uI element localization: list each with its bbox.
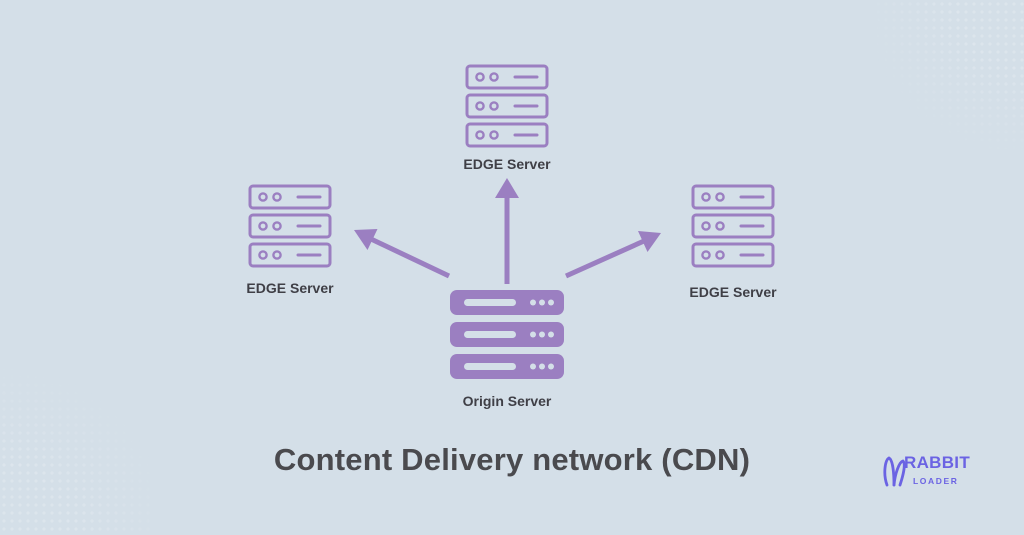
- arrow-origin-to-top: [495, 178, 519, 284]
- origin-server-label: Origin Server: [462, 393, 552, 409]
- origin-server-icon: [450, 290, 564, 379]
- edge-server-top-label: EDGE Server: [463, 156, 551, 172]
- edge-server-top-icon: [465, 64, 549, 148]
- brand-name-line2: LOADER: [913, 476, 959, 486]
- brand-logo: RABBIT LOADER: [882, 452, 982, 492]
- brand-name-line1: RABBIT: [904, 453, 971, 472]
- edge-server-left-icon: [248, 184, 332, 268]
- dot-pattern-decoration: [874, 0, 1024, 150]
- edge-server-right-icon: [691, 184, 775, 268]
- arrow-origin-to-left: [354, 229, 451, 279]
- dot-pattern-decoration: [0, 365, 150, 535]
- arrow-origin-to-right: [564, 231, 661, 279]
- rabbit-ears-icon: [883, 456, 906, 487]
- edge-server-right-label: EDGE Server: [689, 284, 777, 300]
- diagram-title: Content Delivery network (CDN): [273, 442, 751, 477]
- edge-server-left-label: EDGE Server: [246, 280, 334, 296]
